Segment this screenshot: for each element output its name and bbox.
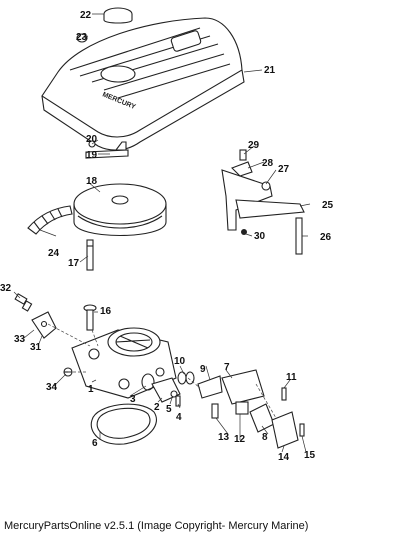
callout-1: 1 [88, 384, 94, 395]
idle-air-control [151, 377, 181, 407]
throttle-position-sensor [197, 369, 265, 419]
mounting-bracket [31, 311, 57, 339]
vacuum-fitting [14, 293, 33, 312]
callout-24: 24 [48, 248, 60, 259]
bolt [83, 304, 97, 331]
callout-3: 3 [130, 394, 136, 405]
throttle-body [71, 327, 177, 399]
callout-31: 31 [30, 342, 42, 353]
gasket [90, 403, 157, 445]
copyright-caption: MercuryPartsOnline v2.5.1 (Image Copyrig… [4, 520, 309, 532]
callout-30: 30 [254, 231, 266, 242]
callout-27: 27 [278, 164, 290, 175]
callout-32: 32 [0, 283, 12, 294]
callout-12: 12 [234, 434, 246, 445]
callout-10: 10 [174, 356, 186, 367]
callout-26: 26 [320, 232, 332, 243]
callout-33: 33 [14, 334, 26, 345]
callout-8: 8 [262, 432, 268, 443]
callout-9: 9 [200, 364, 206, 375]
callout-20: 20 [86, 134, 98, 145]
oil-fill-cap [103, 7, 133, 24]
callout-29: 29 [248, 140, 260, 151]
flame-arrestor [73, 183, 167, 237]
breather-hose [27, 205, 73, 235]
exploded-parts-diagram: MERCURY [0, 7, 334, 463]
o-ring [185, 371, 195, 385]
callout-15: 15 [304, 450, 316, 461]
callout-19: 19 [86, 150, 98, 161]
throttle-bracket [221, 149, 305, 255]
callout-16: 16 [100, 306, 112, 317]
engine-cover: MERCURY [41, 17, 245, 151]
o-ring [141, 373, 155, 391]
callout-22: 22 [80, 10, 92, 21]
callout-11: 11 [286, 372, 297, 383]
callout-14: 14 [278, 452, 290, 463]
callout-7: 7 [224, 362, 230, 373]
callout-21: 21 [264, 65, 276, 76]
callout-25: 25 [322, 200, 334, 211]
callout-5: 5 [166, 404, 172, 415]
callout-13: 13 [218, 432, 230, 443]
callout-2: 2 [154, 402, 160, 413]
callout-17: 17 [68, 258, 80, 269]
callout-28: 28 [262, 158, 274, 169]
stud [86, 239, 94, 271]
callout-34: 34 [46, 382, 58, 393]
o-ring [177, 371, 187, 385]
callout-23: 23 [76, 32, 88, 43]
callout-6: 6 [92, 438, 98, 449]
callout-4: 4 [176, 412, 182, 423]
callout-18: 18 [86, 176, 98, 187]
sensor-actuator [249, 387, 305, 449]
